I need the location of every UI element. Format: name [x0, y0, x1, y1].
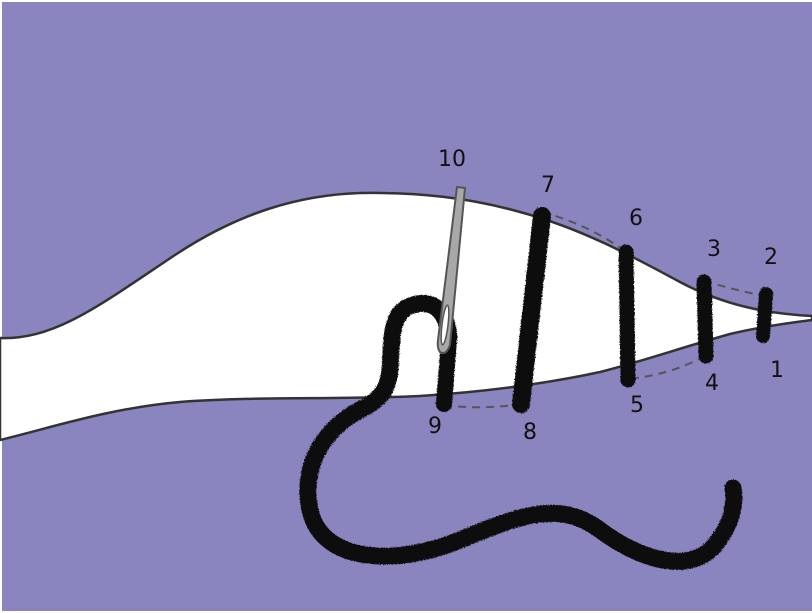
stitch-1-2 [763, 294, 766, 336]
left-border [0, 0, 2, 613]
label-1: 1 [770, 358, 784, 383]
label-6: 6 [629, 206, 643, 231]
label-9: 9 [428, 414, 442, 439]
stitch-5-6 [626, 252, 628, 380]
top-border [0, 0, 812, 2]
label-3: 3 [707, 237, 721, 262]
label-10: 10 [438, 147, 466, 172]
stitch-3-4 [704, 282, 706, 356]
label-2: 2 [764, 245, 778, 270]
label-8: 8 [523, 420, 537, 445]
label-7: 7 [541, 173, 555, 198]
label-4: 4 [705, 371, 719, 396]
label-5: 5 [630, 393, 644, 418]
